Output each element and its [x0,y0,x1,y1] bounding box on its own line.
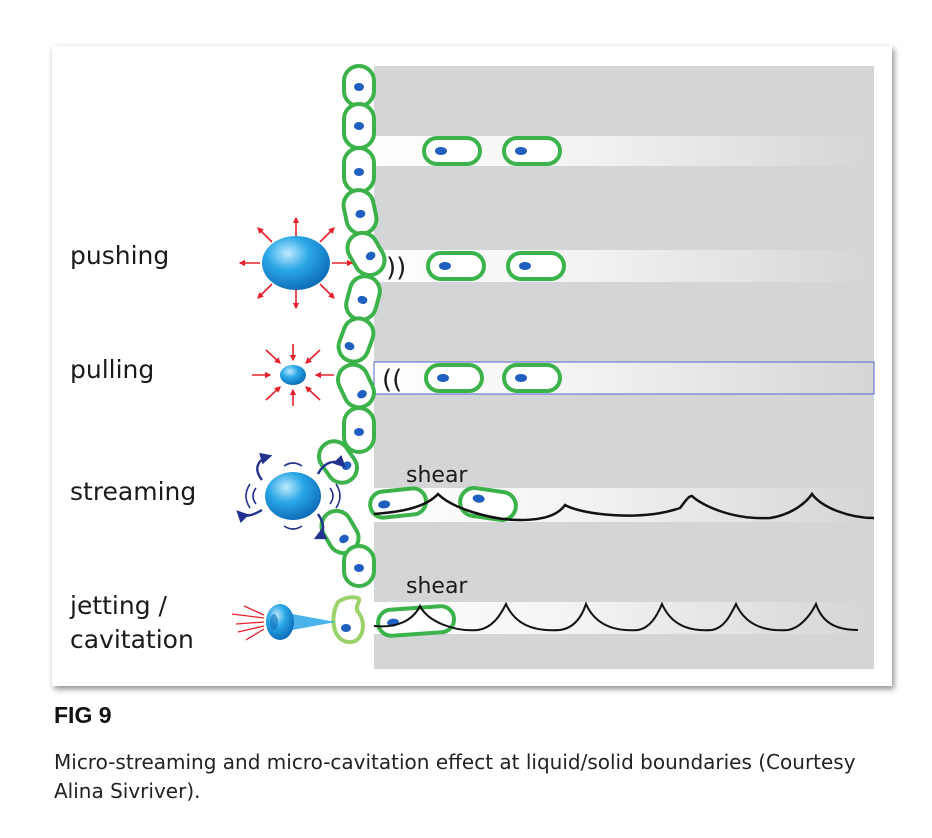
cell-icon [336,362,376,410]
cell-column [316,64,387,645]
label-pulling: pulling [70,355,154,384]
cell-icon [502,363,562,393]
arrow-icon-inward [252,344,334,406]
bubble-dent [270,614,278,630]
cell-icon [342,102,376,150]
figure-number: FIG 9 [54,702,112,728]
microstreaming-diagram: )) (( shear shear pushing pulling stream… [69,64,875,669]
pull-waves-text: (( [382,365,402,395]
bubble-icon-large [262,236,330,290]
channel-streaming [374,488,874,522]
streaming-ripples [245,462,341,530]
cell-icon [502,136,562,166]
cell-icon [422,136,482,166]
liquid-jet [292,614,336,630]
cell-icon-deformed [331,595,365,645]
cell-icon [336,316,376,364]
cell-icon [342,146,376,194]
channel-cells [368,136,566,638]
cell-icon [342,64,376,108]
cell-icon [341,188,379,236]
arrow-icon-streaming [236,452,346,540]
cell-icon [424,363,484,393]
channels [373,136,875,634]
label-pushing: pushing [70,241,169,270]
bubble-icon-collapsing [266,604,294,640]
shear-label-streaming: shear [406,463,468,488]
cell-icon [342,544,376,588]
shear-wave-jetting [373,601,859,632]
label-cavitation: cavitation [70,625,194,654]
figure-panel: )) (( shear shear pushing pulling stream… [52,46,892,686]
arrow-icon-outward [238,216,354,310]
bubble-icon-streaming [265,472,321,520]
shear-label-jetting: shear [406,574,468,599]
label-streaming: streaming [70,477,196,506]
pushing-bubble-group [238,216,354,310]
cell-icon [342,406,376,454]
push-waves-text: )) [386,253,406,283]
cell-icon [368,486,429,520]
bubble-icon-small [280,365,306,385]
label-jetting: jetting / [69,591,168,620]
cell-icon [506,251,566,281]
arrow-icon-jetting [231,605,265,641]
figure-caption: Micro-streaming and micro-cavitation eff… [54,750,856,803]
shear-wave-streaming [373,491,875,522]
jetting-bubble-group [231,604,336,641]
pulling-bubble-group [252,344,334,406]
streaming-bubble-group [236,452,346,540]
cell-icon [376,604,457,638]
cell-icon [426,251,486,281]
